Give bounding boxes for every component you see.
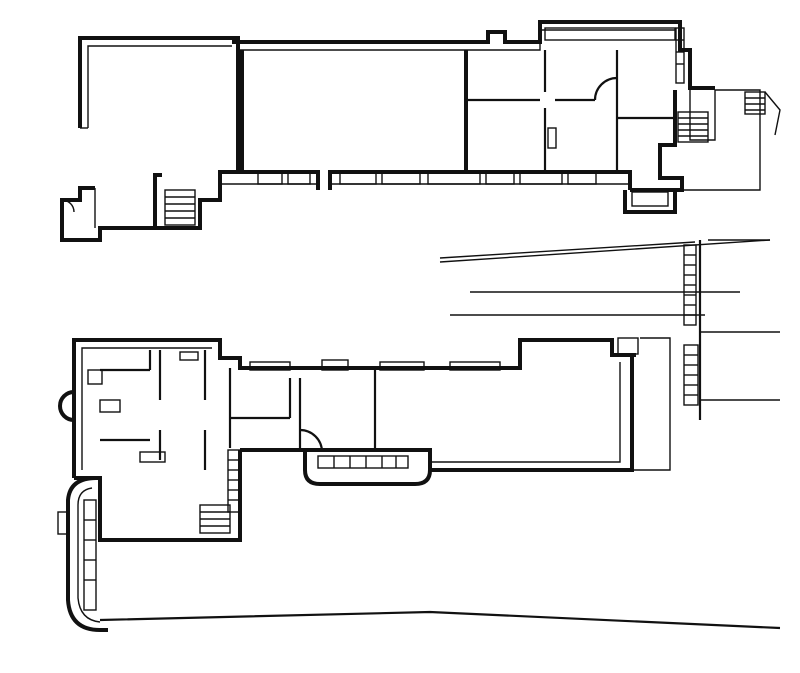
curved-counter bbox=[303, 448, 432, 486]
stair-upper-left bbox=[60, 173, 222, 242]
lower-floor-plan bbox=[57, 337, 699, 632]
curved-corridor bbox=[57, 476, 108, 632]
stair-lower-left bbox=[74, 449, 242, 542]
entrance-porch bbox=[623, 190, 677, 214]
window-bays-lower bbox=[249, 359, 501, 371]
stair-lower-right bbox=[617, 337, 699, 471]
upper-floor-plan bbox=[60, 20, 781, 242]
stair-top-right bbox=[544, 27, 685, 84]
bay-window bbox=[58, 390, 75, 422]
stair-upper-right bbox=[677, 91, 781, 143]
site-lines bbox=[99, 239, 781, 630]
window-bays-upper bbox=[257, 171, 597, 185]
